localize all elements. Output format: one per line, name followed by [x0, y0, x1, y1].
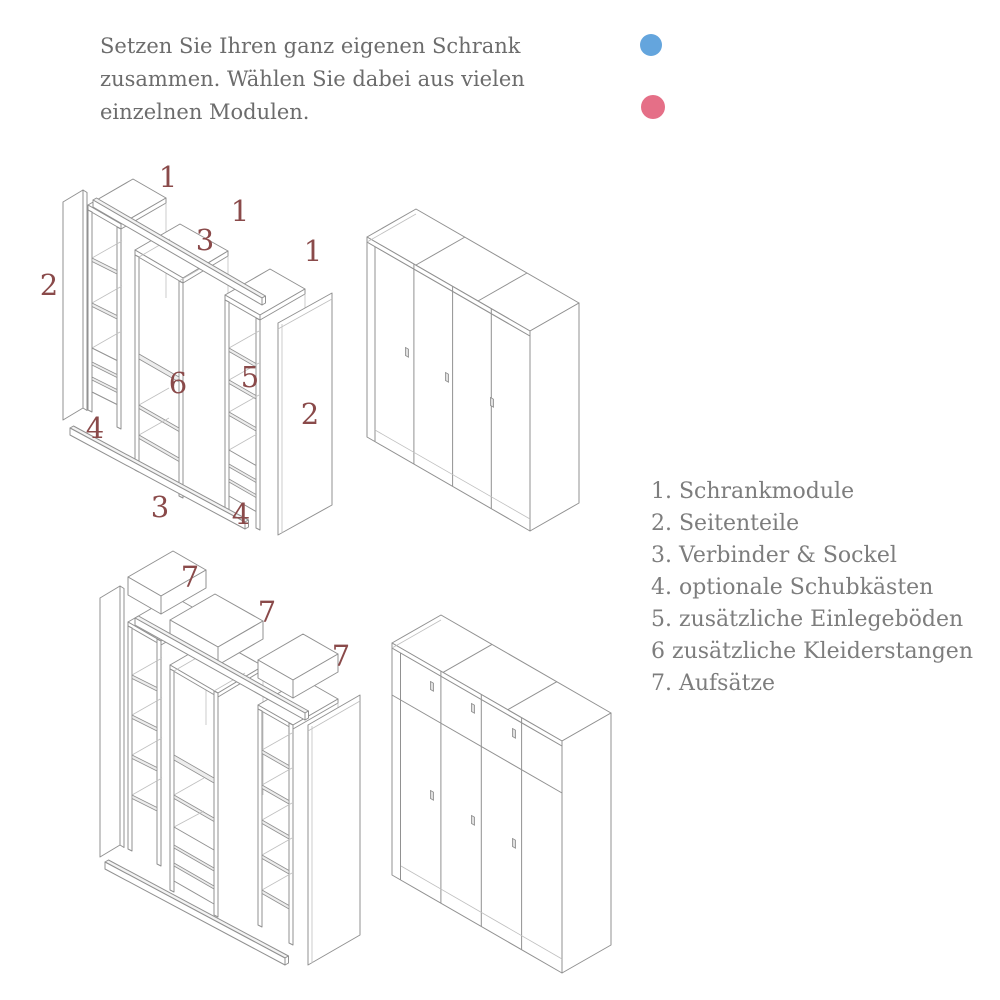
intro-text: Setzen Sie Ihren ganz eigenen Schrank zu… [100, 30, 570, 129]
shelf [228, 379, 257, 400]
part-labels: 7 7 7 [181, 560, 350, 673]
connector-rail-top [92, 197, 266, 306]
shelf [173, 794, 215, 822]
module-right [257, 678, 339, 946]
part-label-4: 4 [86, 411, 104, 445]
module-post [169, 668, 175, 893]
parts-legend: 1. Schrankmodule 2. Seitenteile 3. Verbi… [651, 476, 973, 700]
intro-line-1: Setzen Sie Ihren ganz eigenen Schrank [100, 34, 521, 58]
shelf [261, 889, 290, 910]
side-face [561, 712, 612, 974]
intro-line-2: zusammen. Wählen Sie dabei aus vielen [100, 67, 525, 91]
shelf [261, 749, 290, 770]
wardrobe-body [366, 208, 580, 532]
side-face [529, 302, 580, 532]
side-panel-left [62, 189, 88, 421]
color-dots [640, 34, 665, 119]
door-handle [405, 346, 409, 358]
door-handle [490, 396, 494, 408]
module-post [156, 638, 162, 867]
shelf [261, 784, 290, 805]
side-panel-left [99, 585, 125, 858]
sockel-rail-bottom [104, 859, 289, 966]
module-post [87, 209, 93, 413]
top-slab-edge [391, 642, 563, 747]
module-post [213, 690, 219, 918]
clothes-rail [138, 353, 180, 383]
aufsatz-handle [430, 680, 434, 692]
module-top-face [224, 268, 306, 316]
part-label-1: 1 [231, 194, 249, 228]
part-label-1: 1 [159, 160, 177, 194]
door-handle [430, 789, 434, 801]
legend-item-4: 4. optionale Schubkästen [651, 575, 934, 600]
part-label-2: 2 [301, 397, 319, 431]
part-label-7: 7 [332, 639, 350, 673]
assembled-wardrobe-top [366, 208, 580, 532]
module-post [288, 722, 294, 946]
part-label-1: 1 [304, 234, 322, 268]
shelf [131, 754, 158, 772]
module-post [178, 280, 184, 499]
part-label-4: 4 [232, 497, 250, 531]
shelf [228, 411, 257, 432]
part-label-5: 5 [241, 360, 259, 394]
aufsatz-handle [471, 702, 475, 714]
side-panel-right [277, 292, 333, 536]
side-panel-right [307, 694, 361, 966]
legend-item-6: 6 zusätzliche Kleiderstangen [651, 639, 973, 664]
connector-rail-top [134, 615, 309, 721]
aufsatz-divider [391, 694, 563, 794]
exploded-wardrobe-diagram-top: 1 1 3 1 2 6 5 2 4 3 4 [40, 160, 333, 536]
part-label-3: 3 [196, 223, 214, 257]
part-label-3: 3 [151, 490, 169, 524]
part-label-2: 2 [40, 268, 58, 302]
shelf [138, 404, 180, 432]
blue-dot [640, 34, 662, 56]
top-slab-edge [366, 236, 531, 337]
pink-dot [641, 95, 665, 119]
shelf [228, 347, 257, 368]
shelf [131, 674, 158, 692]
module-middle [134, 223, 229, 499]
drawer-box [91, 347, 118, 405]
part-label-7: 7 [181, 560, 199, 594]
door-handle [471, 814, 475, 826]
module-post [257, 708, 263, 928]
shelf [261, 819, 290, 840]
exploded-wardrobe-diagram-bottom: 7 7 7 [99, 550, 361, 966]
shelf [261, 854, 290, 875]
aufsatz-box-left [127, 550, 207, 615]
module-post [224, 299, 230, 513]
aufsatz-box-right [257, 633, 339, 699]
part-label-6: 6 [169, 366, 187, 400]
module-post [255, 317, 261, 531]
sockel-rail-bottom [69, 425, 249, 530]
assembled-wardrobe-bottom [391, 614, 612, 974]
clothes-rail [173, 754, 215, 784]
legend-item-7: 7. Aufsätze [651, 671, 776, 696]
module-post [116, 226, 122, 430]
legend-item-1: 1. Schrankmodule [651, 479, 855, 504]
legend-item-5: 5. zusätzliche Einlegeböden [651, 607, 964, 632]
legend-item-2: 2. Seitenteile [651, 511, 800, 536]
intro-line-3: einzelnen Modulen. [100, 100, 310, 124]
part-labels: 1 1 3 1 2 6 5 2 4 3 4 [40, 160, 322, 531]
shelf [131, 794, 158, 812]
shelf [131, 714, 158, 732]
shelf [91, 302, 118, 320]
module-post [127, 625, 133, 852]
aufsatz-handle [512, 727, 516, 739]
part-label-7: 7 [258, 595, 276, 629]
module-post [134, 254, 140, 473]
shelf [138, 434, 180, 462]
shelf [91, 257, 118, 275]
door-handle [512, 837, 516, 849]
legend-item-3: 3. Verbinder & Sockel [651, 543, 897, 568]
wardrobe-body [391, 614, 612, 974]
door-handle [445, 371, 449, 383]
